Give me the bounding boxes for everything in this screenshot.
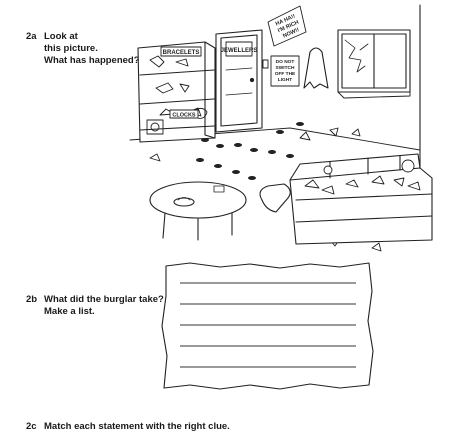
exercise-2a-line-2: this picture. — [44, 43, 98, 54]
light-switch-sign — [270, 55, 300, 87]
exercise-2b-prompt: What did the burglar take? Make a list. — [44, 294, 164, 318]
switch-sign-line-2: SWITCH — [276, 65, 295, 71]
answer-card — [161, 262, 374, 390]
clocks-sign-board — [169, 109, 199, 119]
light-switch — [262, 59, 269, 69]
coat-on-hook — [303, 47, 329, 89]
glass-shards — [149, 127, 382, 252]
bracelets-sign-board — [160, 46, 202, 57]
switch-sign-line-4: LIGHT — [278, 77, 292, 83]
round-table — [149, 181, 247, 241]
exercise-2a-line-3: What has happened? — [44, 55, 140, 66]
exercise-2b-number: 2b — [26, 294, 38, 305]
display-cabinet — [137, 41, 216, 143]
broken-window — [337, 29, 411, 99]
exercise-2c-prompt: Match each statement with the right clue… — [44, 421, 230, 432]
exercise-2c-number: 2c — [26, 421, 37, 432]
shop-door — [215, 29, 263, 133]
jewellers-door-sign: JEWELLERS — [221, 48, 258, 54]
exercise-2b-line-2: Make a list. — [44, 306, 95, 317]
exercise-2a-line-1: Look at — [44, 31, 78, 42]
burglar-note — [267, 5, 307, 47]
exercise-2b-line-1: What did the burglar take? — [44, 294, 164, 305]
switch-sign-line-1: DO NOT — [276, 59, 295, 65]
bracelets-sign-text: BRACELETS — [163, 50, 200, 56]
knocked-over-bucket — [259, 183, 291, 213]
clocks-sign-text: CLOCKS — [172, 113, 196, 119]
answer-lines — [180, 282, 356, 368]
smashed-display-counter — [289, 153, 433, 245]
exercise-2a-number: 2a — [26, 31, 37, 42]
burglary-scene-illustration: BRACELETS CLOCKS JEWELLERS HA HA!! I'M R… — [129, 4, 433, 252]
exercise-2a-prompt: Look at this picture. What has happened? — [44, 31, 140, 67]
footprints — [196, 122, 304, 180]
switch-sign-line-3: OFF THE — [275, 71, 296, 77]
answer-card-paper — [161, 262, 374, 390]
